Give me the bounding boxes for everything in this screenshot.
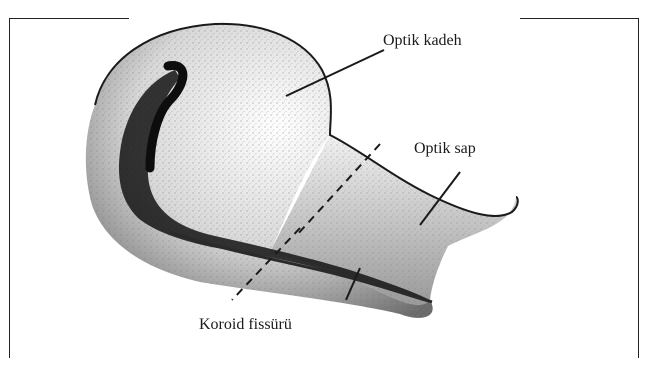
label-optic-stalk: Optik sap xyxy=(414,141,476,157)
label-choroid-fissure: Koroid fissürü xyxy=(199,317,292,333)
label-optic-cup: Optik kadeh xyxy=(383,33,462,49)
